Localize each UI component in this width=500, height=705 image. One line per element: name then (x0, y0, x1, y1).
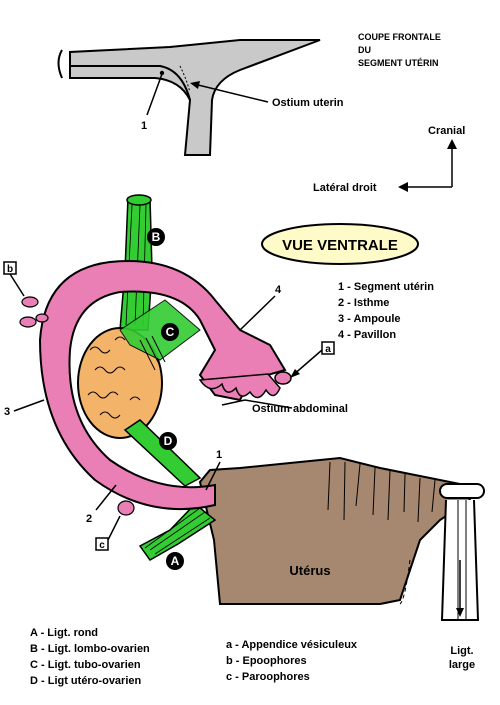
frontal-section-drawing (57, 39, 321, 156)
callout-b: b (3, 261, 25, 297)
num3-label: 3 (4, 406, 10, 418)
legend-c: c - Paroophores (226, 671, 310, 683)
uterus-fringe (327, 461, 436, 605)
callout-A: A (166, 552, 184, 570)
numbered-legend-2: 2 - Isthme (338, 297, 389, 309)
pavillon-fimbriae (198, 373, 281, 399)
ostium-uterin-label: Ostium uterin (272, 97, 344, 109)
paroophores (117, 500, 135, 516)
uterus-shape (198, 456, 472, 605)
numbered-legend-4: 4 - Pavillon (338, 329, 396, 341)
num2-leader (95, 484, 117, 511)
broad-ligament (439, 483, 485, 621)
cranial-label: Cranial (428, 125, 465, 137)
legend-C: C - Ligt. tubo-ovarien (30, 659, 141, 671)
callout-C-text: C (166, 325, 175, 339)
coupe-title-line1: COUPE FRONTALE (358, 32, 441, 42)
callout-c-text: c (99, 540, 105, 551)
coupe-num-leader (146, 73, 163, 116)
lateral-label: Latéral droit (313, 182, 377, 194)
ligt-large-line1: Ligt. (450, 645, 473, 657)
utero-ovarian-ligament (123, 419, 202, 487)
legend-A: A - Ligt. rond (30, 627, 98, 639)
callout-D-text: D (164, 434, 173, 448)
round-ligament-striations (144, 507, 211, 555)
coupe-title-line3: SEGMENT UTÉRIN (358, 58, 439, 68)
callout-D: D (159, 432, 177, 450)
uterine-tube (38, 260, 287, 511)
view-title: VUE VENTRALE (282, 237, 398, 254)
callout-c: c (95, 515, 121, 551)
ostium-abdominal-leader2 (244, 399, 293, 409)
ovary-texture (87, 336, 141, 419)
num4-label: 4 (275, 284, 282, 296)
tubo-ovarian-fringe (139, 335, 166, 371)
view-title-bubble (261, 223, 419, 265)
ostium-uterin-arrowhead (190, 81, 200, 89)
epoophores (19, 296, 49, 328)
ostium-abdominal-label: Ostium abdominal (252, 403, 348, 415)
num4-leader (239, 295, 276, 331)
legend-a: a - Appendice vésiculeux (226, 639, 358, 651)
orientation-compass (398, 139, 457, 192)
numbered-legend-1: 1 - Segment utérin (338, 281, 434, 293)
callout-B-text: B (152, 230, 161, 244)
legend-b: b - Epoophores (226, 655, 307, 667)
legend-D: D - Ligt utéro-ovarien (30, 675, 142, 687)
callout-a: a (290, 341, 335, 378)
num3-leader (13, 399, 45, 412)
callout-B: B (147, 228, 165, 246)
num1-leader (205, 461, 221, 491)
num1-label: 1 (216, 449, 222, 461)
callout-a-text: a (325, 344, 331, 355)
lombo-ovarian-top (126, 194, 152, 206)
vesicular-appendix (274, 371, 292, 385)
tubo-ovarian-ligament (119, 299, 201, 361)
callout-C: C (161, 323, 179, 341)
callout-A-text: A (171, 554, 180, 568)
numbered-legend-3: 3 - Ampoule (338, 313, 401, 325)
ovary (77, 327, 163, 439)
num2-label: 2 (86, 513, 92, 525)
legend-B: B - Ligt. lombo-ovarien (30, 643, 150, 655)
ostium-abdominal-leader (221, 399, 246, 406)
coupe-title-line2: DU (358, 45, 371, 55)
uterus-label: Utérus (289, 563, 330, 578)
coupe-num-label: 1 (141, 120, 147, 132)
ligt-large-line2: large (449, 659, 475, 671)
ostium-uterin-arrow (193, 83, 269, 103)
callout-b-text: b (7, 264, 13, 275)
